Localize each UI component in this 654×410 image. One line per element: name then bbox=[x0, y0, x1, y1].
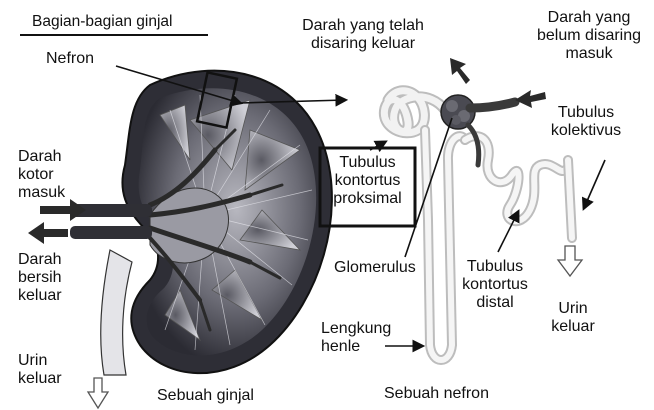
label-unfiltered-blood-in: Darah yang belum disaring masuk bbox=[524, 9, 654, 63]
title-underline bbox=[20, 34, 208, 36]
caption-kidney: Sebuah ginjal bbox=[157, 387, 254, 405]
label-urine-out-nephron: Urin keluar bbox=[548, 300, 598, 336]
label-dirty-blood-in: Darah kotor masuk bbox=[18, 148, 65, 202]
label-filtered-blood-out: Darah yang telah disaring keluar bbox=[288, 17, 438, 53]
arrow-clean-blood-out bbox=[28, 222, 68, 244]
ureter bbox=[101, 250, 132, 375]
label-collecting-tubule: Tubulus kolektivus bbox=[531, 104, 641, 140]
kidney bbox=[70, 71, 332, 375]
label-urine-out-kidney: Urin keluar bbox=[18, 352, 62, 388]
label-glomerulus: Glomerulus bbox=[334, 259, 416, 277]
efferent-arteriole bbox=[468, 125, 479, 165]
diagram-title: Bagian-bagian ginjal bbox=[32, 13, 172, 31]
arrow-filtered-blood-out bbox=[450, 58, 470, 84]
label-proximal-tubule: Tubulus kontortus proksimal bbox=[320, 154, 415, 208]
caption-nephron: Sebuah nefron bbox=[384, 385, 489, 403]
label-nefron: Nefron bbox=[46, 50, 94, 68]
label-loop-of-henle: Lengkung henle bbox=[321, 320, 391, 356]
label-clean-blood-out: Darah bersih keluar bbox=[18, 251, 62, 305]
afferent-arteriole bbox=[470, 102, 515, 108]
arrow-urine-out-kidney bbox=[88, 378, 108, 408]
arrow-urine-out-nephron bbox=[558, 246, 582, 276]
label-distal-tubule: Tubulus kontortus distal bbox=[455, 258, 535, 312]
arrow-dirty-blood-in bbox=[40, 199, 86, 221]
